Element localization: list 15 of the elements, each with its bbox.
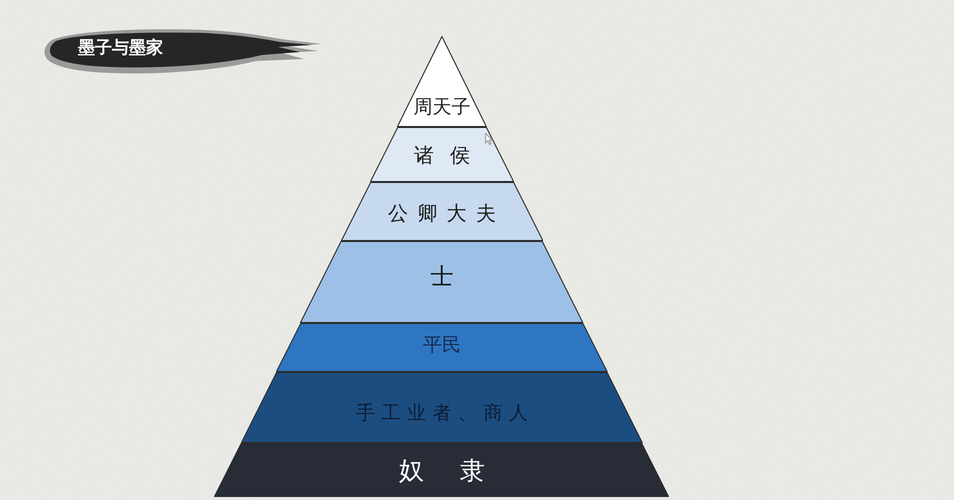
pyramid-tier bbox=[340, 182, 544, 241]
tier-label: 平民 bbox=[422, 334, 461, 356]
pyramid-tier bbox=[300, 241, 584, 323]
title: 墨子与墨家 bbox=[78, 38, 163, 58]
pyramid-tier bbox=[214, 443, 670, 497]
pyramid-tier bbox=[276, 323, 608, 372]
tier-label: 奴隶 bbox=[398, 456, 485, 486]
pyramid-apex bbox=[397, 36, 487, 127]
tier-label: 士 bbox=[430, 264, 454, 292]
pyramid-tier bbox=[241, 372, 643, 443]
tier-label: 公卿大夫 bbox=[388, 201, 496, 225]
tier-label: 手工业者、商人 bbox=[356, 402, 528, 424]
pyramid-tier bbox=[370, 127, 514, 182]
tier-label: 周天子 bbox=[413, 96, 470, 118]
tier-label: 诸侯 bbox=[414, 143, 470, 167]
